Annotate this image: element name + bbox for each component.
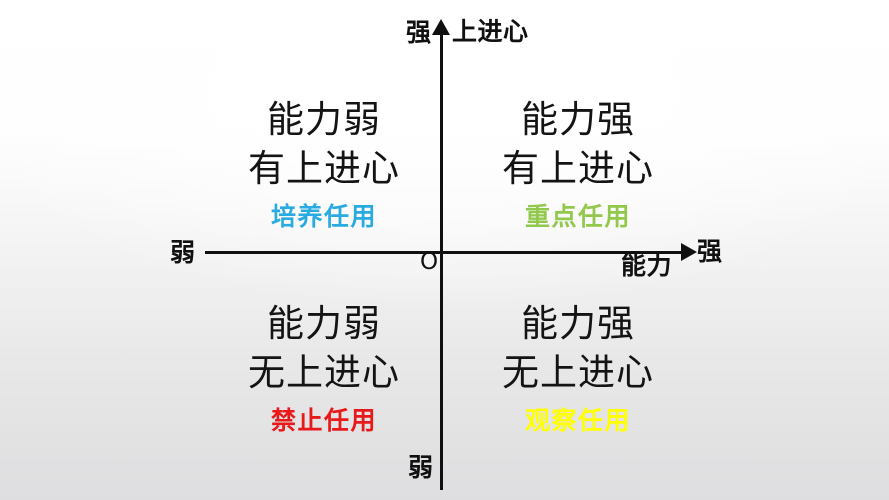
quadrant-line-2: 有上进心 [248, 146, 400, 190]
x-axis-line [205, 251, 685, 254]
y-axis-title: 上进心 [452, 17, 529, 46]
quadrant-tag: 重点任用 [524, 201, 631, 231]
x-axis-title: 能力 [621, 251, 673, 280]
quadrant-tag: 培养任用 [270, 201, 377, 231]
x-axis-left-label: 弱 [170, 238, 196, 267]
x-axis-arrow-icon [681, 243, 697, 261]
quadrant-line-1: 能力弱 [267, 98, 381, 141]
y-axis-line [440, 30, 443, 490]
x-axis-right-label: 强 [697, 237, 723, 266]
y-axis-bottom-label: 弱 [408, 453, 434, 482]
quadrant-line-2: 有上进心 [502, 146, 654, 190]
quadrant-line-2: 无上进心 [248, 350, 400, 394]
quadrant-bottom-left: 能力弱 无上进心 禁止任用 [194, 300, 454, 434]
quadrant-bottom-right: 能力强 无上进心 观察任用 [448, 300, 708, 434]
quadrant-top-left: 能力弱 有上进心 培养任用 [194, 96, 454, 230]
quadrant-line-2: 无上进心 [502, 350, 654, 394]
quadrant-top-right: 能力强 有上进心 重点任用 [448, 96, 708, 230]
quadrant-line-1: 能力强 [521, 98, 635, 141]
origin-label: O [420, 249, 439, 275]
quadrant-tag: 禁止任用 [270, 405, 377, 435]
y-axis-arrow-icon [432, 19, 450, 35]
quadrant-tag: 观察任用 [524, 405, 631, 435]
y-axis-top-label: 强 [406, 18, 432, 47]
quadrant-line-1: 能力强 [521, 302, 635, 345]
quadrant-line-1: 能力弱 [267, 302, 381, 345]
